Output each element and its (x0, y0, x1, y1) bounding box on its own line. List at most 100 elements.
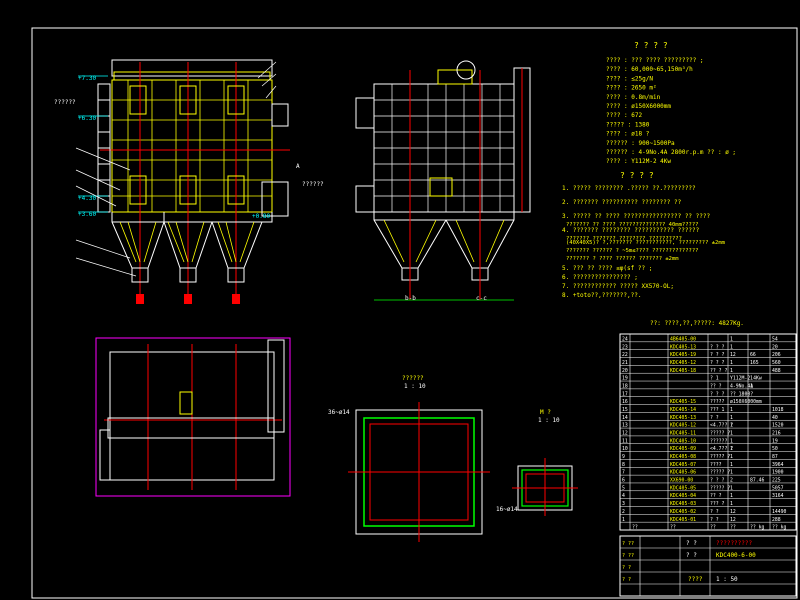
bom-cell: Y112M-2 4Kw (730, 376, 762, 382)
bom-cell: KDC405-13 (670, 415, 696, 421)
bom-cell: 13 (622, 423, 628, 429)
bom-cell: 24 (622, 336, 628, 342)
spec-line: ???? : Y112M-2 4Kw (606, 158, 671, 165)
bom-cell: ? 1 (710, 376, 719, 382)
bom-cell: ??? 1 (710, 407, 725, 413)
bom-cell: ?? ? (710, 493, 722, 499)
bom-cell: KDC405-15 (670, 399, 696, 405)
bom-cell: KDC405-11 (670, 431, 696, 437)
bom-cell: 1 (730, 423, 733, 429)
bom-cell: 206 (772, 352, 781, 358)
spec-line: ???? : ≤25g/N (606, 75, 653, 82)
bom-cell: KDC405-18 (670, 368, 696, 374)
title-block-label: ? ?? (622, 541, 634, 547)
bom-cell: ? ? ? (710, 391, 725, 397)
spec-line: ???? : 2650 m² (606, 85, 657, 92)
side-outlet-duct (355, 185, 375, 213)
note-detail: ??????? ?? ???? ?????????????? 40mm????? (566, 222, 698, 228)
front-access-door (129, 85, 147, 115)
spec-line: ????? : 1380 (606, 121, 650, 128)
bom-header-cell: ?? kg (750, 525, 765, 531)
bom-header: ?????????? kg?? kg (632, 525, 787, 531)
bom-cell: 23 (622, 344, 628, 350)
bom-cell: ?? 1800? (730, 391, 753, 397)
bom-cell: ??? ? (710, 501, 725, 507)
title-block-label: ? ? (622, 565, 631, 571)
title-block (619, 535, 797, 597)
bom-cell: 1 (730, 431, 733, 437)
total-weight: ??: ????,??,?????: 4827Kg. (650, 320, 744, 327)
bom-cell: KDC405-12 (670, 423, 696, 429)
bom-cell: 1 (730, 462, 733, 468)
bom-cell: 4B6405-00 (670, 336, 696, 342)
front-outlet-duct (261, 181, 289, 217)
elevation-5: +0.80 (252, 213, 270, 220)
bom-cell: KDC405-06 (670, 470, 696, 476)
bom-cell: 1 (750, 383, 753, 389)
bom-cell: 2 (622, 509, 625, 515)
bom-cell: ????? ? (710, 431, 730, 437)
side-inlet-duct (355, 97, 375, 129)
bom-cell: ? ? (710, 509, 719, 515)
bom-cell: 12 (730, 352, 736, 358)
front-access-door (179, 85, 197, 115)
bom-cell: 1 (730, 368, 733, 374)
bom-cell: KDC405-12 (670, 360, 696, 366)
flange-small-scale: 1 : 10 (538, 417, 560, 424)
plan-outer-frame (95, 337, 291, 497)
view-label-c: c-c (476, 295, 487, 302)
bom-cell: 216 (772, 431, 781, 437)
bom-cell: 20 (622, 368, 628, 374)
bom-cell: 225 (772, 478, 781, 484)
flange-main-callout: 36~ø14 (328, 409, 350, 416)
bom-cell: 5 (622, 485, 625, 491)
bom-cell: 1 (730, 336, 733, 342)
spec-line: ?????? : 900~1500Pa (606, 140, 675, 147)
bom-cell: KDC405-13 (670, 344, 696, 350)
bom-cell: 4-9No.4A (730, 383, 753, 389)
bom-header-cell: ?? (670, 525, 676, 531)
bom-cell: 1 (730, 485, 733, 491)
flange-main-view (348, 402, 490, 542)
side-fan-housing (437, 69, 473, 85)
front-top-hood (111, 59, 273, 77)
drawing-number: KDC400-6-00 (716, 552, 756, 559)
view-label-b: b-b (405, 295, 416, 302)
title-block-label: ? ?? (622, 553, 634, 559)
note-item: 1. ????? ???????? .????? ??.????????? (562, 185, 696, 192)
bom-cell: 1 (730, 344, 733, 350)
bom-cell: ????? ? (710, 454, 730, 460)
bom-cell: KDC405-04 (670, 493, 696, 499)
spec-line: ???? : 0.8m/min (606, 94, 661, 101)
title-block-label: ? ? (622, 577, 631, 583)
bom-cell: KDC405-08 (670, 454, 696, 460)
flange-small-title: M ? (540, 409, 551, 416)
bom-cell: 1018 (772, 407, 784, 413)
note-item: 4. ??????? ???????? ??????????? ?????? (562, 227, 700, 234)
bom-cell: 288 (772, 517, 781, 523)
side-hoppers (373, 212, 515, 269)
bom-cell: 1 (730, 470, 733, 476)
bom-cell: ????? (710, 399, 725, 405)
drawing-title: ?????????? (716, 540, 753, 547)
bom-cell: 40 (772, 415, 778, 421)
elevation-3: +4.30 (78, 195, 96, 202)
bom-header-cell: ?? (730, 525, 736, 531)
bom-cell: 20 (772, 344, 778, 350)
bom-cell: 1900 (772, 470, 784, 476)
bom-cell: 3 (622, 501, 625, 507)
